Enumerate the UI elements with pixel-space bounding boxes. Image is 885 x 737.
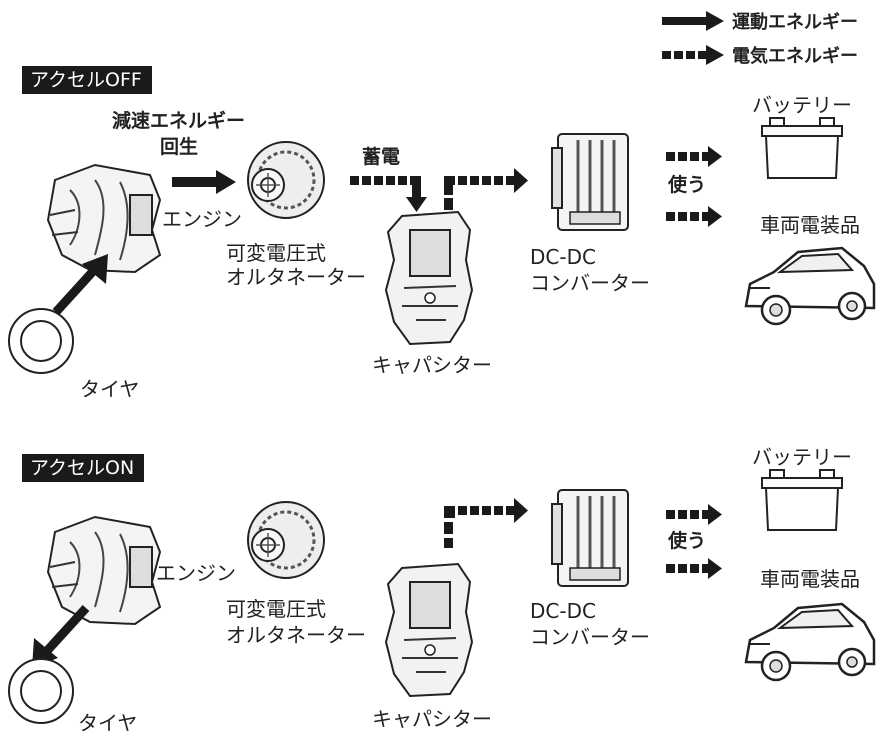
converter-label-1: DC-DC	[530, 245, 596, 269]
battery-icon	[761, 117, 843, 179]
car-icon	[744, 246, 876, 326]
converter-label-2-2: コンバーター	[530, 625, 650, 649]
engine-label: エンジン	[162, 207, 242, 231]
solid-arrow-icon	[662, 11, 724, 31]
battery-label-2: バッテリー	[752, 445, 852, 469]
capacitor-label: キャパシター	[372, 353, 492, 377]
alternator-label-2-2: オルタネーター	[226, 623, 366, 647]
tire-label: タイヤ	[80, 377, 140, 401]
legend-kinetic-label: 運動エネルギー	[732, 12, 858, 33]
tire-icon-2	[8, 658, 74, 724]
converter-label-2: コンバーター	[530, 271, 650, 295]
use-arrow-battery	[666, 146, 722, 167]
alternator-icon	[247, 141, 325, 219]
charge-label: 蓄電	[362, 146, 401, 168]
capacitor-icon	[384, 210, 474, 346]
engine-icon-2	[46, 515, 162, 626]
capacitor-label-2: キャパシター	[372, 707, 492, 731]
decel-energy-label: 減速エネルギー	[112, 110, 246, 132]
tire-to-engine-arrow	[52, 254, 108, 316]
dcdc-converter-icon	[551, 133, 629, 231]
accel-off-tag: アクセルOFF	[22, 66, 152, 94]
dashed-arrow-icon	[662, 45, 724, 65]
converter-label-2-1: DC-DC	[530, 599, 596, 623]
alternator-icon-2	[247, 501, 325, 579]
alternator-label-2: オルタネーター	[226, 265, 366, 289]
engine-label-2: エンジン	[156, 561, 236, 585]
alternator-label-2-1: 可変電圧式	[226, 597, 326, 621]
engine-icon	[46, 163, 162, 274]
battery-icon-2	[761, 469, 843, 531]
legend-kinetic: 運動エネルギー	[662, 8, 858, 34]
capacitor-to-converter-arrow-2	[444, 498, 528, 548]
capacitor-to-converter-arrow	[444, 168, 528, 210]
car-icon-2	[744, 602, 876, 682]
capacitor-icon-2	[384, 562, 474, 698]
accel-on-tag: アクセルON	[22, 454, 145, 482]
electrical-label-2: 車両電装品	[760, 567, 860, 591]
use-arrow-electrical	[666, 206, 722, 227]
tire-icon	[8, 308, 74, 374]
regen-label: 回生	[160, 136, 199, 158]
electrical-label: 車両電装品	[760, 213, 860, 237]
legend-electric-label: 電気エネルギー	[732, 46, 858, 67]
use-label-2: 使う	[668, 530, 707, 552]
use-arrow-battery-2	[666, 504, 722, 525]
engine-to-alternator-arrow	[172, 170, 236, 194]
alternator-to-capacitor-arrow	[350, 176, 427, 212]
use-arrow-electrical-2	[666, 558, 722, 579]
tire-label-2: タイヤ	[78, 711, 138, 735]
battery-label: バッテリー	[752, 93, 852, 117]
dcdc-converter-icon-2	[551, 489, 629, 587]
use-label: 使う	[668, 174, 707, 196]
alternator-label-1: 可変電圧式	[226, 241, 326, 265]
legend-electric: 電気エネルギー	[662, 42, 858, 68]
